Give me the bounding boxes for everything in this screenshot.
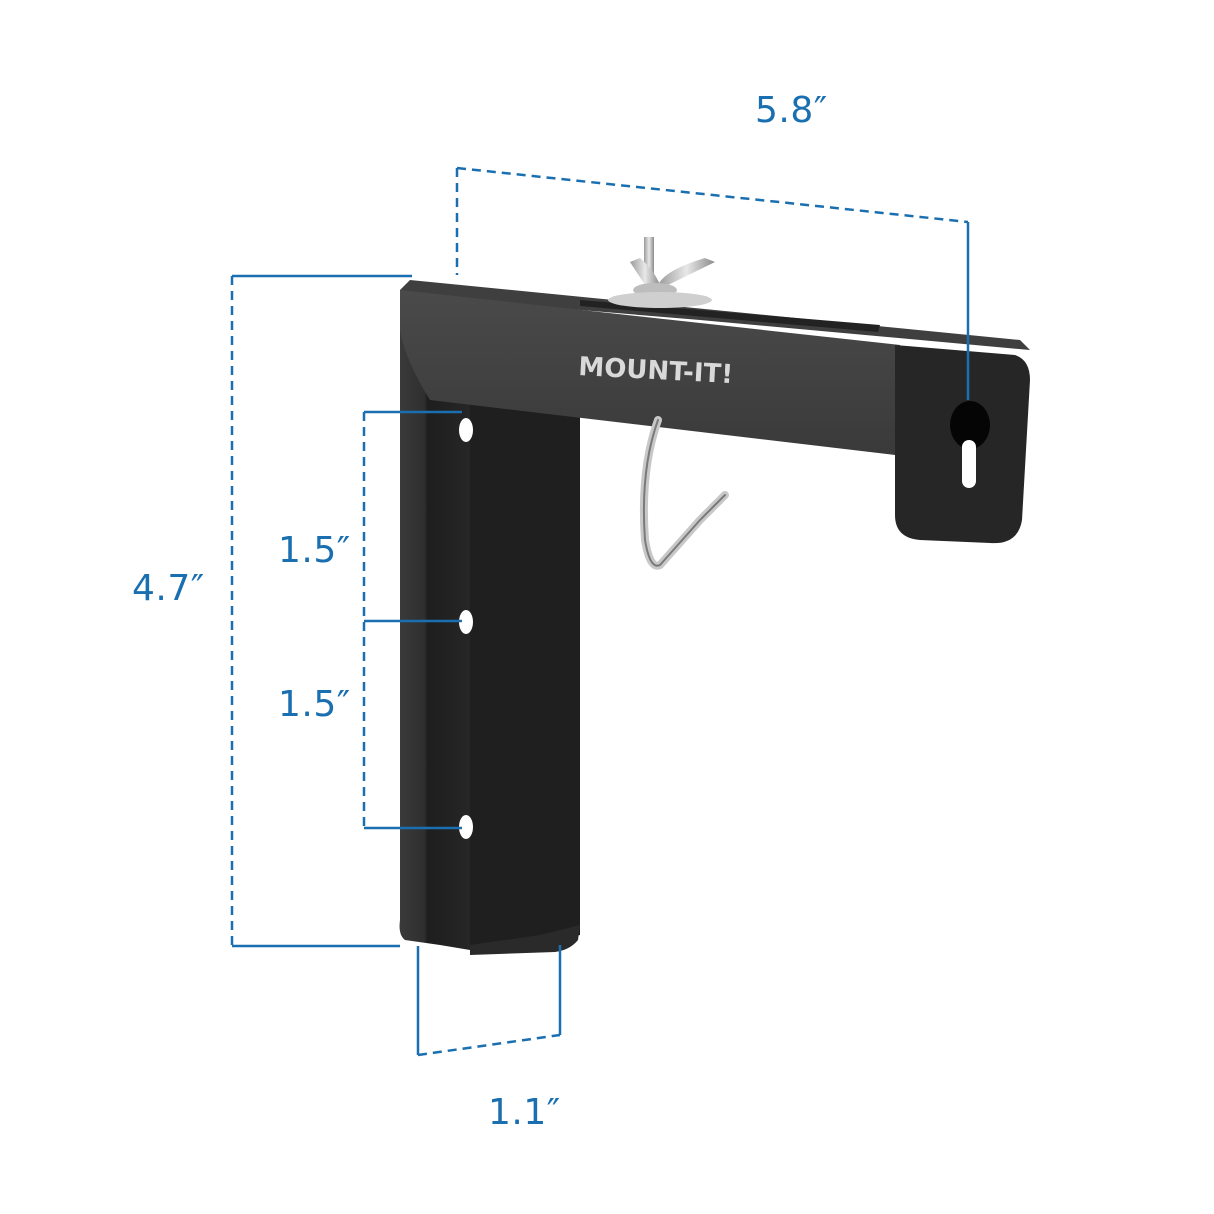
bracket-arm (400, 290, 900, 455)
dimension-width-label: 5.8″ (755, 90, 828, 131)
mount-hole-middle (459, 610, 473, 634)
dimension-height-label: 4.7″ (132, 568, 205, 609)
dimension-hole-spacing-bottom-label: 1.5″ (278, 684, 351, 725)
bracket: MOUNT-IT! (399, 280, 1030, 955)
dimension-depth-label: 1.1″ (488, 1092, 561, 1133)
dimension-hole-spacing-top-label: 1.5″ (278, 530, 351, 571)
mount-hole-bottom (459, 815, 473, 839)
bracket-leg-channel (470, 400, 580, 950)
mount-hole-top (459, 418, 473, 442)
dimension-lines (230, 166, 970, 1057)
s-hook (639, 416, 729, 570)
keyhole-slot-icon (950, 401, 990, 488)
wing-nut-bolt (608, 237, 715, 308)
